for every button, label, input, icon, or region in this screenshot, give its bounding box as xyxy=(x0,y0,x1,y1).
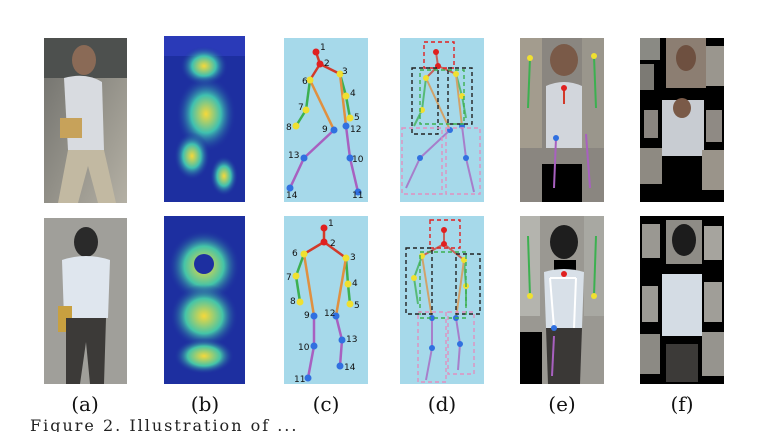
skeleton-top-c: 1 2 3 4 5 6 7 8 9 10 11 12 13 14 xyxy=(284,38,368,202)
kp-top-7: 7 xyxy=(298,103,304,113)
kp-bottom-14: 14 xyxy=(344,363,356,373)
panel-label-b: (b) xyxy=(190,392,220,416)
kp-top-14: 14 xyxy=(286,191,298,201)
kp-bottom-7: 7 xyxy=(286,273,292,283)
panel-label-d: (d) xyxy=(427,392,457,416)
kp-top-3: 3 xyxy=(342,67,348,77)
kp-bottom-5: 5 xyxy=(354,301,360,311)
partbox-bottom-d xyxy=(400,216,484,384)
patches-top-f xyxy=(640,38,724,202)
kp-top-4: 4 xyxy=(350,89,356,99)
panel-label-c: (c) xyxy=(312,392,340,416)
kp-bottom-3: 3 xyxy=(350,253,356,263)
kp-top-6: 6 xyxy=(302,77,308,87)
partbox-top-d xyxy=(400,38,484,202)
photo-top-a xyxy=(44,38,127,203)
kp-top-8: 8 xyxy=(286,123,292,133)
panel-label-f: (f) xyxy=(670,392,694,416)
kp-top-13: 13 xyxy=(288,151,299,161)
panel-label-e: (e) xyxy=(548,392,576,416)
kp-top-1: 1 xyxy=(320,43,326,53)
aligned-bottom-e xyxy=(520,216,604,384)
kp-bottom-9: 9 xyxy=(304,311,310,321)
figure-caption-fragment: Figure 2. Illustration of ... xyxy=(30,419,299,432)
kp-bottom-13: 13 xyxy=(346,335,357,345)
kp-top-11: 11 xyxy=(352,191,363,201)
aligned-top-e xyxy=(520,38,604,202)
panel-label-a: (a) xyxy=(71,392,99,416)
kp-bottom-6: 6 xyxy=(292,249,298,259)
kp-bottom-2: 2 xyxy=(330,239,336,249)
patches-bottom-f xyxy=(640,216,724,384)
kp-bottom-4: 4 xyxy=(352,279,358,289)
photo-bottom-a xyxy=(44,218,127,384)
kp-bottom-8: 8 xyxy=(290,297,296,307)
kp-top-5: 5 xyxy=(354,113,360,123)
kp-top-9: 9 xyxy=(322,125,328,135)
kp-bottom-1: 1 xyxy=(328,219,334,229)
heatmap-bottom-b xyxy=(164,216,245,384)
kp-bottom-11: 11 xyxy=(294,375,305,384)
kp-bottom-12: 12 xyxy=(324,309,335,319)
kp-bottom-10: 10 xyxy=(298,343,310,353)
heatmap-top-b xyxy=(164,36,245,202)
kp-top-10: 10 xyxy=(352,155,364,165)
kp-top-2: 2 xyxy=(324,59,330,69)
kp-top-12: 12 xyxy=(350,125,361,135)
skeleton-bottom-c: 1 2 3 4 5 6 7 8 9 10 11 12 13 14 xyxy=(284,216,368,384)
